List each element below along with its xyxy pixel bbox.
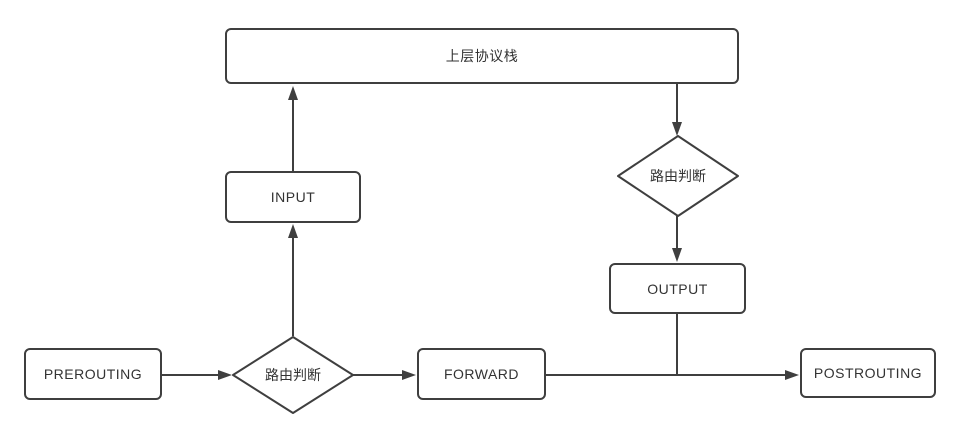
- node-output-label: OUTPUT: [647, 280, 708, 297]
- node-route-decision-bottom-shape: [232, 336, 354, 414]
- node-upper-protocol-stack: 上层协议栈: [225, 28, 739, 84]
- arrowhead-up-into-input: [288, 224, 298, 238]
- arrowhead-down-into-output: [672, 248, 682, 262]
- node-input: INPUT: [225, 171, 361, 223]
- arrowhead-right-into-forward: [402, 370, 416, 380]
- node-upper-protocol-stack-label: 上层协议栈: [445, 48, 519, 64]
- node-postrouting: POSTROUTING: [800, 348, 936, 398]
- node-output: OUTPUT: [609, 263, 746, 314]
- node-forward-label: FORWARD: [443, 366, 520, 382]
- node-route-decision-top-shape: [617, 135, 739, 217]
- node-input-label: INPUT: [270, 189, 316, 205]
- arrowhead-right-into-route-bottom: [218, 370, 232, 380]
- arrowhead-up-into-upper-stack: [288, 86, 298, 100]
- arrowhead-right-into-postrouting: [785, 370, 799, 380]
- node-postrouting-label: POSTROUTING: [813, 365, 923, 381]
- node-prerouting-label: PREROUTING: [43, 366, 143, 382]
- node-forward: FORWARD: [417, 348, 546, 400]
- node-prerouting: PREROUTING: [24, 348, 162, 400]
- arrowhead-down-into-route-top: [672, 122, 682, 136]
